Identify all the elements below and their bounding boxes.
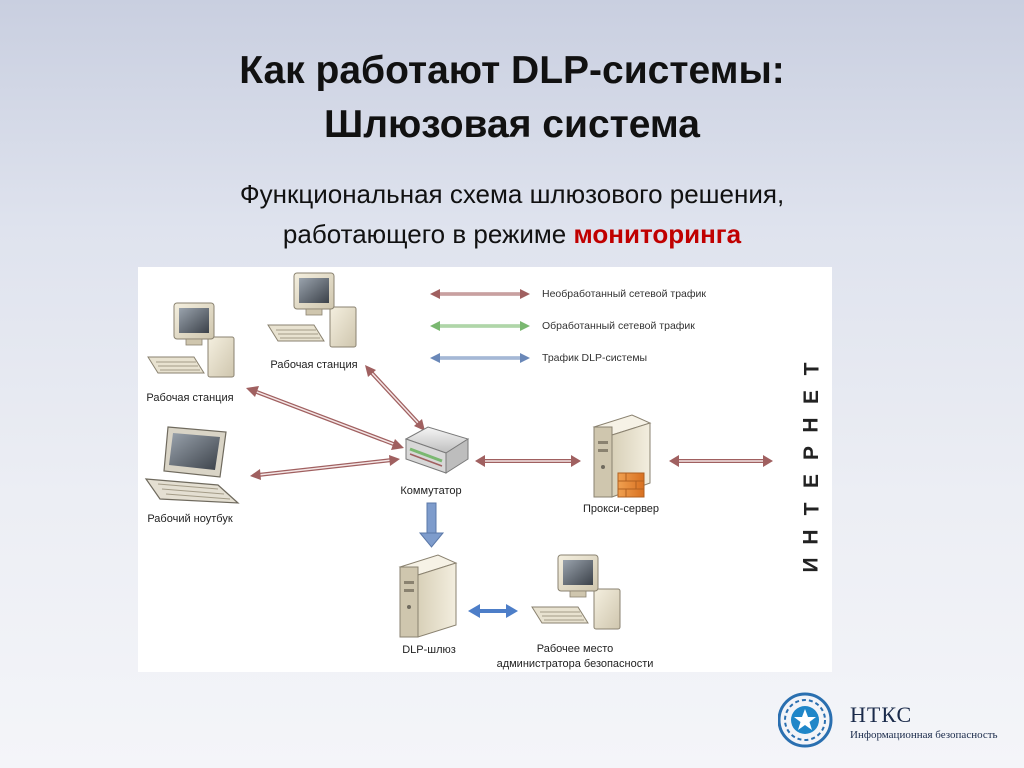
internet-letter: Т [799,362,823,376]
title-line-2: Шлюзовая система [324,103,700,146]
arrow-workstation-switch [246,386,404,450]
laptop-icon [144,426,240,504]
arrow-dlp-admin [468,604,518,618]
legend-processed-arrow [430,321,530,331]
network-diagram: Необработанный сетевой трафик Обработанн… [138,267,832,672]
subtitle-line-2: работающего в режиме мониторинга [0,214,1024,254]
laptop-label: Рабочий ноутбук [147,513,233,525]
arrow-workstation-top-switch [365,365,425,431]
admin-label-line-1: Рабочее место [536,643,614,655]
subtitle-line-1: Функциональная схема шлюзового решения, [239,179,785,209]
internet-letter: Н [799,417,823,433]
admin-workstation-icon [531,554,621,630]
arrow-switch-dlp [418,502,445,548]
arrow-switch-proxy [475,455,581,467]
diagram-canvas [144,272,773,638]
logo-tagline: Информационная безопасность [850,729,998,741]
subtitle-highlight: мониторинга [573,219,742,249]
internet-label: Т Е Н Р Е Т Н И [793,357,833,577]
switch-label: Коммутатор [400,485,462,497]
subtitle-line-2-prefix: работающего в режиме [282,219,574,249]
admin-label-line-2: администратора безопасности [496,658,654,670]
legend-raw-label: Необработанный сетевой трафик [542,288,706,300]
workstation-left-icon [147,302,235,378]
ntks-logo-icon [778,692,833,748]
internet-letter: Р [799,445,823,461]
internet-letter: Е [799,389,823,405]
switch-icon [404,426,470,474]
legend-raw-arrow [430,289,530,299]
legend-dlp-arrow [430,353,530,363]
internet-letter: Е [799,473,823,489]
admin-label: Рабочее место администратора безопасност… [497,642,654,672]
proxy-server-icon [592,414,652,498]
slide-title: Как работают DLP-системы: Шлюзовая систе… [0,44,1024,152]
internet-letter: И [800,557,823,573]
workstation-top-icon [267,272,357,348]
legend-processed-label: Обработанный сетевой трафик [542,320,695,332]
arrow-proxy-internet [669,455,773,467]
arrow-laptop-switch [250,455,400,480]
title-line-1: Как работают DLP-системы: [239,49,785,92]
workstation-left-label: Рабочая станция [146,392,234,404]
dlp-gateway-icon [398,554,458,638]
logo-name: НТКС [850,702,913,727]
workstation-top-label: Рабочая станция [270,359,358,371]
proxy-label: Прокси-сервер [582,503,660,515]
legend-dlp-label: Трафик DLP-системы [542,352,648,364]
internet-letter: Т [799,502,823,516]
internet-letter: Н [799,529,823,545]
dlp-gateway-label: DLP-шлюз [402,644,456,656]
slide-subtitle: Функциональная схема шлюзового решения, … [0,174,1024,254]
